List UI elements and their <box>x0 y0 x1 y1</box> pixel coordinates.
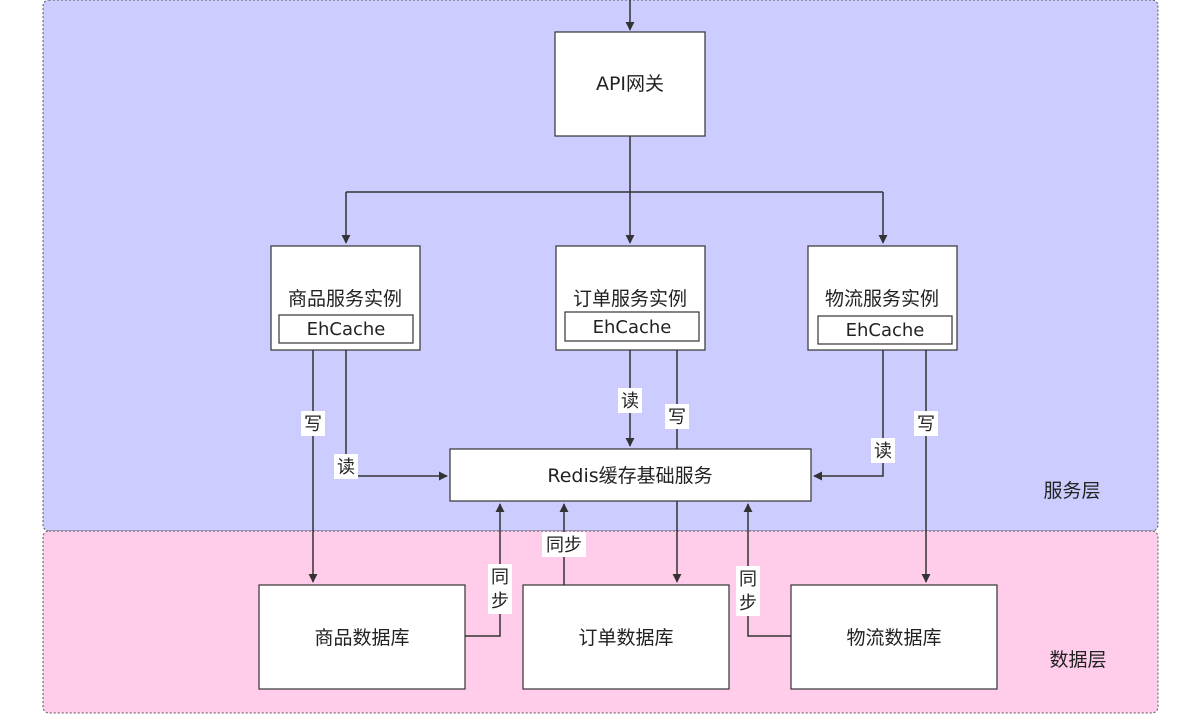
logistics-service-label: 物流服务实例 <box>825 288 939 310</box>
logistics-db-label: 物流数据库 <box>846 627 941 649</box>
product-service-label: 商品服务实例 <box>288 288 402 310</box>
order-cache-label: EhCache <box>593 317 672 338</box>
product-read-label: 读 <box>337 457 355 478</box>
logistics-write-label-bg <box>914 411 938 436</box>
logistics-read-label-bg <box>871 438 895 463</box>
sync-product-label-bg <box>488 564 512 614</box>
api-gateway-label: API网关 <box>596 73 664 95</box>
sync-order-label-bg <box>542 532 586 557</box>
logistics-cache-label: EhCache <box>846 320 925 341</box>
order-write-label-bg <box>665 404 689 429</box>
sync-label-char: 同 <box>739 569 757 590</box>
sync-logistics-label-bg <box>736 566 760 616</box>
order-cache-box <box>564 311 700 342</box>
sync-logistics-edge <box>743 503 791 637</box>
logistics-write-label: 写 <box>917 414 935 435</box>
sync-order-label: 同步 <box>546 535 582 556</box>
order-db-label: 订单数据库 <box>578 627 673 649</box>
sync-logistics-label: 同步 <box>739 569 757 614</box>
redis-label: Redis缓存基础服务 <box>547 465 712 487</box>
logistics-read-label: 读 <box>874 441 892 462</box>
sync-label-char: 步 <box>491 591 509 612</box>
service-layer-label: 服务层 <box>1043 480 1100 502</box>
product-read-label-bg <box>334 454 358 479</box>
sync-product-label: 同步 <box>491 567 509 612</box>
logistics-db-box[interactable] <box>790 584 998 690</box>
data-layer-label: 数据层 <box>1049 649 1106 671</box>
order-db-box[interactable] <box>522 584 730 690</box>
order-read-label-bg <box>618 388 642 413</box>
product-cache-label: EhCache <box>307 319 386 340</box>
logistics-read-edge <box>813 350 884 481</box>
api-gateway-box[interactable] <box>554 31 706 137</box>
product-db-label: 商品数据库 <box>314 627 409 649</box>
product-write-label: 写 <box>304 414 322 435</box>
order-service-label: 订单服务实例 <box>573 288 687 310</box>
redis-box[interactable] <box>449 448 812 502</box>
logistics-cache-box <box>817 315 953 345</box>
product-write-label-bg <box>301 411 325 436</box>
sync-label-char: 步 <box>739 593 757 614</box>
order-write-label: 写 <box>668 407 686 428</box>
product-cache-box <box>278 314 414 344</box>
sync-label-char: 同 <box>491 567 509 588</box>
order-read-label: 读 <box>621 391 639 412</box>
sync-product-edge <box>465 503 505 637</box>
product-db-box[interactable] <box>258 584 466 690</box>
